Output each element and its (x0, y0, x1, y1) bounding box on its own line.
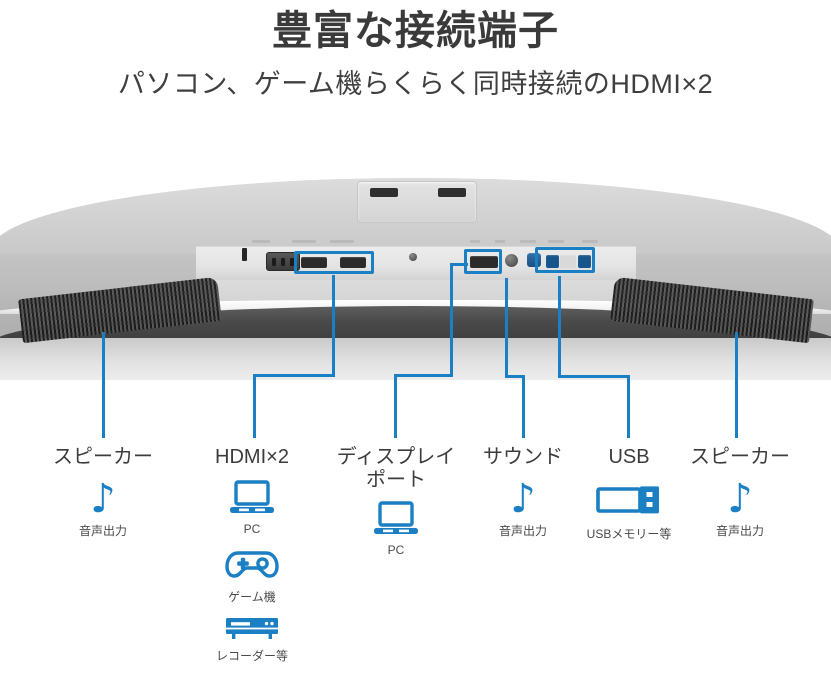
callout-label: スピーカー (690, 446, 790, 468)
usb-port-1 (546, 255, 559, 268)
leader-line-usb-seg3 (627, 375, 630, 438)
leader-line-hdmi-seg2 (253, 374, 335, 377)
icon-caption: ゲーム機 (228, 590, 276, 605)
icon-caption: PC (243, 522, 261, 537)
stand-screw-hole (409, 253, 417, 261)
laptop-icon (374, 501, 418, 535)
highlight-box-hdmi (294, 251, 374, 274)
highlight-box-usb (535, 247, 595, 273)
product-photo (0, 160, 831, 380)
photo-floor-gradient (0, 338, 831, 380)
silkscreen-label (470, 240, 480, 243)
leader-line-hdmi-seg1 (332, 275, 335, 376)
silkscreen-label (292, 240, 316, 243)
callout-label: HDMI×2 (215, 446, 289, 468)
callout-label: サウンド (483, 446, 563, 468)
music-note-icon: ♪ (510, 476, 536, 523)
callout-label: スピーカー (53, 446, 153, 468)
leader-line-dp-seg3 (394, 374, 453, 377)
vesa-slot-right (438, 188, 466, 197)
silkscreen-label (582, 240, 598, 243)
usb-port-blank (560, 255, 576, 268)
leader-line-dp-seg1 (450, 263, 468, 266)
callout-hdmi[interactable]: HDMI×2 PC ゲーム機 (176, 446, 328, 664)
page-subtitle: パソコン、ゲーム機らくらく同時接続のHDMI×2 (117, 69, 714, 99)
icon-caption: レコーダー等 (215, 649, 288, 664)
callout-label: ディスプレイ ポート (336, 446, 456, 492)
silkscreen-label (330, 240, 354, 243)
leader-line-usb-seg1 (558, 276, 561, 378)
silkscreen-label (548, 240, 564, 243)
silkscreen-label (252, 240, 270, 243)
icon-caption: 音声出力 (498, 524, 547, 539)
page-title: 豊富な接続端子 (272, 9, 559, 53)
callout-sound[interactable]: サウンド ♪ 音声出力 (462, 446, 584, 539)
kensington-lock-slot (242, 248, 247, 261)
hdmi-port-1 (301, 257, 327, 268)
music-note-icon: ♪ (727, 476, 753, 523)
leader-line-speaker-left (102, 332, 105, 438)
callout-displayport[interactable]: ディスプレイ ポート PC (322, 446, 470, 557)
icon-caption: USBメモリー等 (586, 527, 672, 542)
callout-label: USB (608, 446, 650, 468)
hdmi-port-2 (340, 257, 366, 268)
icon-caption: PC (387, 543, 405, 558)
leader-line-dp-seg2 (450, 263, 453, 376)
callout-usb[interactable]: USB USBメモリー等 (570, 446, 688, 542)
callout-speaker-left[interactable]: スピーカー ♪ 音声出力 (22, 446, 184, 539)
usb-port-2 (578, 255, 591, 268)
vesa-mount-plate (357, 181, 477, 223)
recorder-icon (226, 618, 278, 640)
callout-speaker-right[interactable]: スピーカー ♪ 音声出力 (660, 446, 820, 539)
ac-power-jack (266, 252, 300, 271)
silkscreen-label (520, 240, 536, 243)
gamepad-icon (225, 551, 279, 578)
music-note-icon: ♪ (90, 476, 116, 523)
silkscreen-label (495, 240, 505, 243)
audio-line-out-jack (505, 254, 518, 267)
icon-caption: 音声出力 (78, 524, 127, 539)
icon-caption: 音声出力 (715, 524, 764, 539)
highlight-box-displayport (464, 249, 502, 274)
leader-line-sound-seg2 (505, 375, 525, 378)
leader-line-dp-seg4 (394, 374, 397, 438)
displayport-port (470, 256, 498, 268)
leader-line-sound-seg1 (505, 278, 508, 378)
leader-line-usb-seg2 (558, 375, 630, 378)
leader-line-speaker-right (735, 332, 738, 438)
leader-line-hdmi-seg3 (253, 374, 256, 438)
vesa-slot-left (370, 188, 398, 197)
leader-line-sound-seg3 (522, 375, 525, 438)
usb-flash-drive-icon (596, 486, 659, 514)
laptop-icon (230, 480, 274, 514)
